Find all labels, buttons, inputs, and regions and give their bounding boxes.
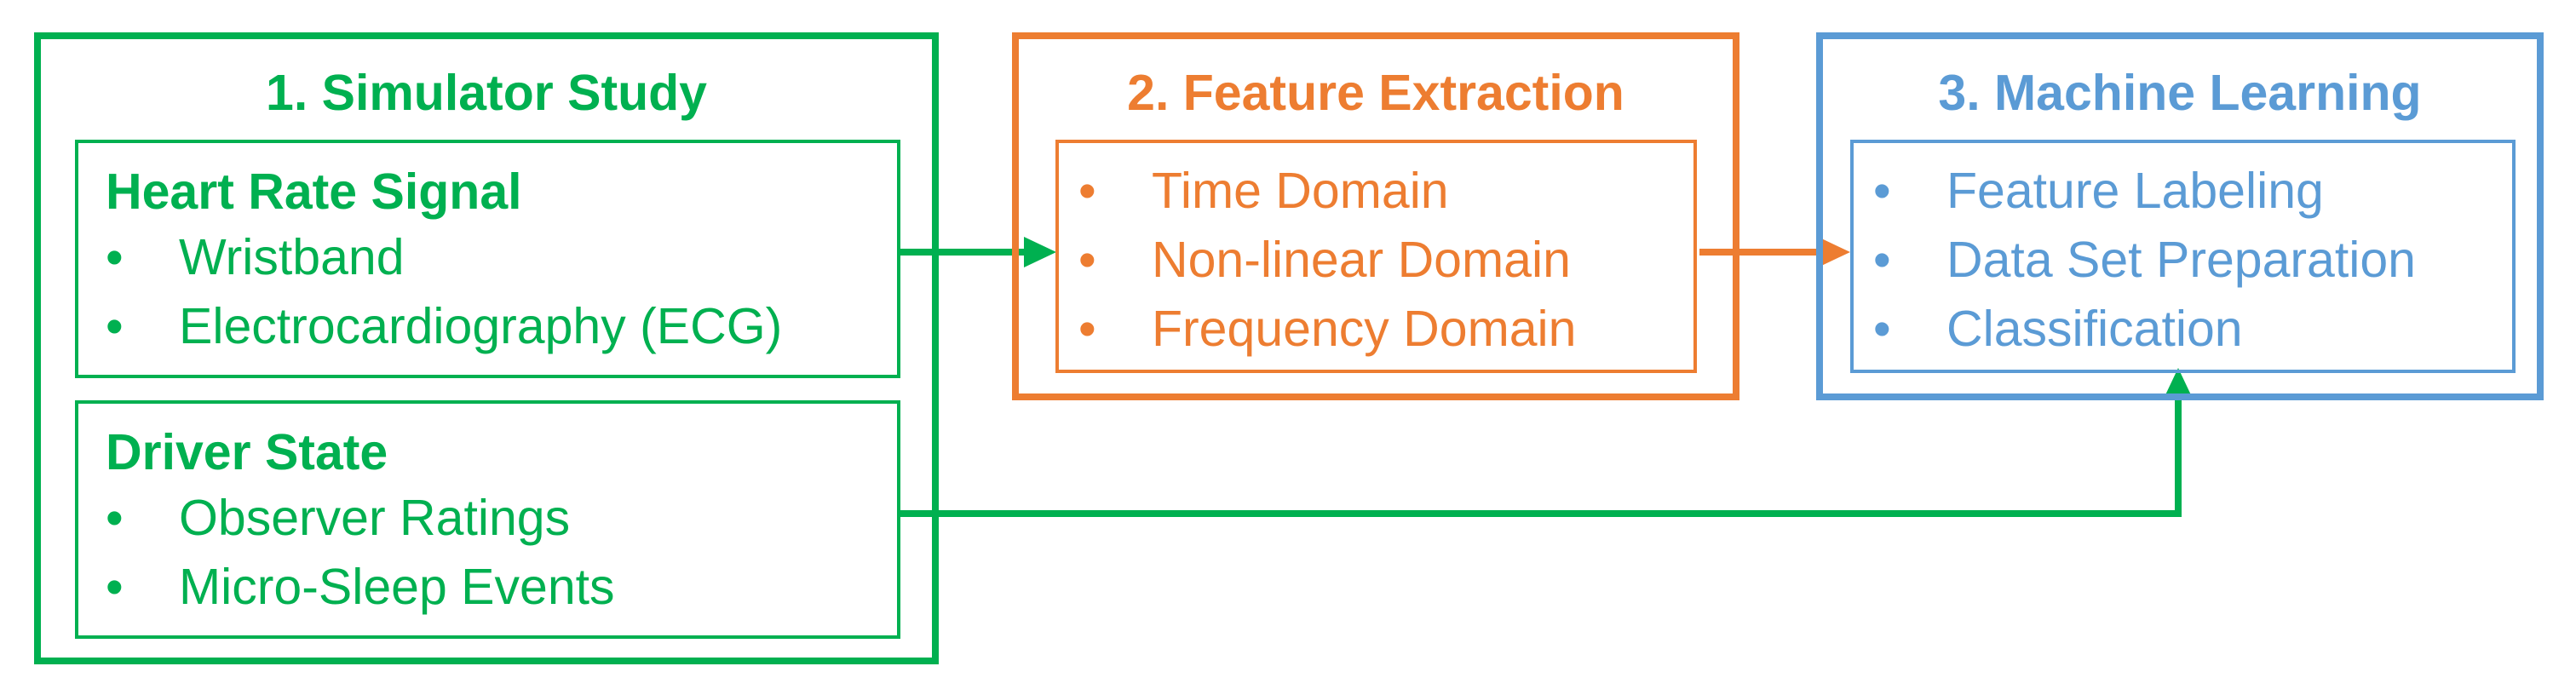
bullet-icon: • [1078, 163, 1096, 219]
arrowhead-driver-state-to-machine-learning [2163, 368, 2194, 400]
list-item-label: Electrocardiography (ECG) [179, 298, 783, 354]
list-item-label: Feature Labeling [1946, 163, 2324, 219]
list-item-label: Data Set Preparation [1946, 232, 2416, 288]
list-item-label: Frequency Domain [1152, 301, 1577, 357]
arrow-driver-state-to-machine-learning [897, 397, 2182, 517]
bullet-icon: • [1873, 301, 1891, 357]
feature-extraction-box: • Time Domain • Non-linear Domain • Freq… [1055, 140, 1697, 373]
list-item-label: Wristband [179, 229, 405, 285]
bullet-icon: • [106, 490, 124, 546]
list-item-label: Time Domain [1152, 163, 1449, 219]
bullet-icon: • [1873, 163, 1891, 219]
arrowhead-heart-rate-to-feature-extraction [1024, 237, 1056, 267]
list-item-label: Classification [1946, 301, 2243, 357]
bullet-icon: • [1078, 301, 1096, 357]
bullet-icon: • [106, 298, 124, 354]
machine-learning-box: • Feature Labeling • Data Set Preparatio… [1850, 140, 2516, 373]
list-item-label: Micro-Sleep Events [179, 559, 615, 615]
bullet-icon: • [106, 229, 124, 285]
feature-extraction-title: 2. Feature Extraction [1127, 65, 1624, 121]
list-item-label: Non-linear Domain [1152, 232, 1571, 288]
simulator-study-panel: 1. Simulator Study Heart Rate Signal • W… [34, 32, 939, 664]
heart-rate-signal-box: Heart Rate Signal • Wristband • Electroc… [75, 140, 900, 378]
arrowhead-feature-extraction-to-machine-learning [1818, 237, 1850, 267]
bullet-icon: • [1873, 232, 1891, 288]
feature-extraction-panel: 2. Feature Extraction • Time Domain • No… [1012, 32, 1739, 400]
bullet-icon: • [1078, 232, 1096, 288]
list-item-label: Observer Ratings [179, 490, 571, 546]
simulator-study-title: 1. Simulator Study [266, 65, 707, 121]
machine-learning-panel: 3. Machine Learning • Feature Labeling •… [1816, 32, 2544, 400]
driver-state-box: Driver State • Observer Ratings • Micro-… [75, 400, 900, 639]
heart-rate-signal-title: Heart Rate Signal [106, 164, 522, 220]
bullet-icon: • [106, 559, 124, 615]
machine-learning-title: 3. Machine Learning [1938, 65, 2422, 121]
driver-state-title: Driver State [106, 424, 388, 480]
